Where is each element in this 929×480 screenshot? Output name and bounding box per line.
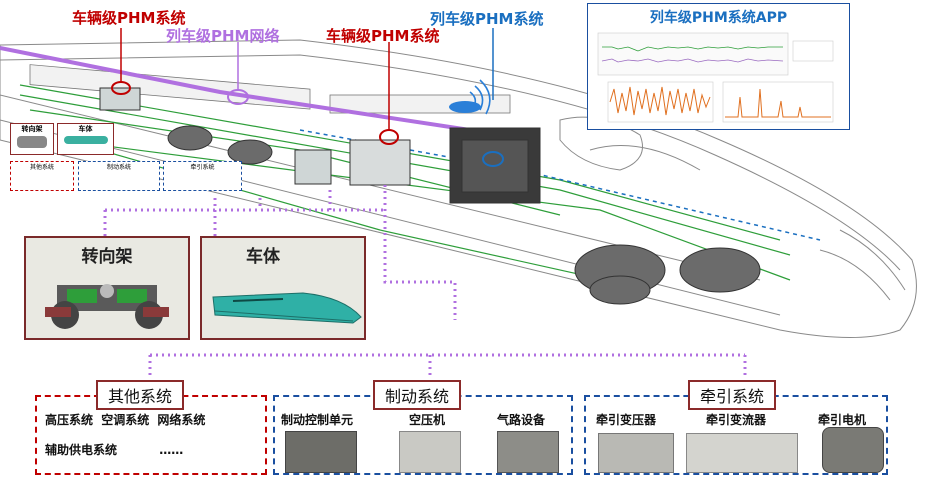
other-systems-row2: 辅助供电系统 ……: [45, 441, 183, 458]
other-item-air-conditioning: 空调系统: [101, 413, 150, 427]
brake-control-unit-image: [285, 431, 357, 473]
mini-other-box: 其他系统: [10, 161, 74, 191]
other-item-aux-power: 辅助供电系统: [45, 443, 118, 457]
other-item-ellipsis: ……: [159, 443, 184, 457]
mini-brake-label: 制动系统: [106, 164, 131, 171]
mini-bogie-box: 转向架: [10, 123, 54, 155]
phm-app-panel: 列车级PHM系统APP: [587, 3, 850, 130]
car-body-photo-title: 车体: [246, 247, 280, 267]
transformer-image: [598, 433, 674, 473]
mini-body-box: 车体: [57, 123, 114, 155]
mini-traction-box: 牵引系统: [163, 161, 242, 191]
bogie-image: [45, 284, 169, 329]
other-systems-box: 高压系统 空调系统 网络系统 辅助供电系统 ……: [35, 395, 267, 475]
other-item-high-voltage: 高压系统: [45, 413, 94, 427]
callout-vehicle-phm-mid: 车辆级PHM系统: [326, 27, 440, 45]
car-body-image: [212, 292, 362, 324]
app-panel-title: 列车级PHM系统APP: [649, 10, 788, 26]
traction-item-transformer: 牵引变压器: [596, 413, 657, 427]
brake-system-title: 制动系统: [373, 380, 462, 410]
compressor-image: [399, 431, 461, 473]
callout-vehicle-phm-left: 车辆级PHM系统: [72, 9, 186, 27]
mini-bogie-label: 转向架: [21, 125, 43, 133]
pneumatic-image: [497, 431, 559, 473]
other-systems-row1: 高压系统 空调系统 网络系统: [45, 411, 205, 428]
other-systems-title: 其他系统: [96, 380, 185, 410]
motor-image: [822, 427, 884, 473]
bogie-photo-title: 转向架: [81, 247, 133, 267]
traction-item-converter: 牵引变流器: [706, 413, 767, 427]
callout-train-phm-network: 列车级PHM网络: [166, 27, 280, 45]
callout-train-phm-system: 列车级PHM系统: [430, 10, 544, 28]
mini-body-label: 车体: [78, 125, 93, 133]
bogie-photo-panel: 转向架: [24, 236, 190, 340]
brake-item-control-unit: 制动控制单元: [281, 413, 354, 427]
mini-body-image: [63, 136, 108, 144]
brake-item-compressor: 空压机: [409, 413, 446, 427]
mini-other-label: 其他系统: [29, 164, 54, 171]
car-body-photo-panel: 车体: [200, 236, 366, 340]
brake-item-pneumatic: 气路设备: [497, 413, 546, 427]
mini-schematic: 转向架 车体 其他系统 制动系统 牵引系统: [10, 123, 242, 191]
other-item-network: 网络系统: [157, 413, 206, 427]
converter-image: [686, 433, 798, 473]
traction-item-motor: 牵引电机: [818, 413, 867, 427]
mini-brake-box: 制动系统: [78, 161, 160, 191]
traction-system-title: 牵引系统: [688, 380, 777, 410]
mini-bogie-image: [17, 136, 47, 148]
mini-traction-label: 牵引系统: [190, 164, 215, 171]
app-screenshot: [597, 32, 834, 123]
